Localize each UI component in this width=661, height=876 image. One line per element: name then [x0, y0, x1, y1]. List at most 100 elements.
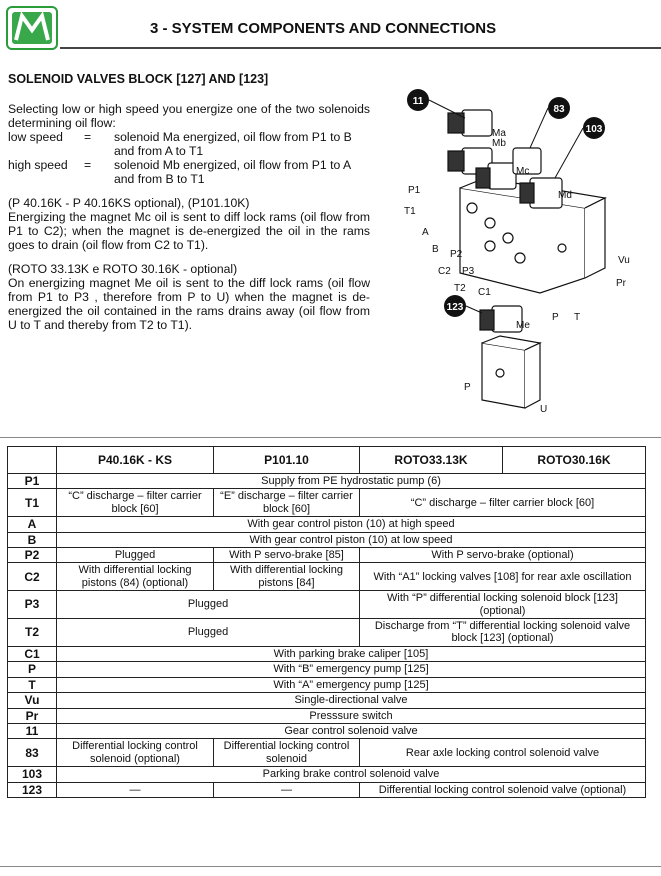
header-rule: [60, 47, 661, 49]
table-cell: With differential locking pistons [84]: [213, 562, 360, 592]
footer-rule: [0, 866, 661, 867]
table-cell: With gear control piston (10) at high sp…: [56, 516, 646, 533]
callout-103: 103: [586, 124, 603, 135]
table-cell: With “A1” locking valves [108] for rear …: [359, 562, 646, 592]
row-key: 123: [7, 781, 57, 798]
row-key: T: [7, 676, 57, 694]
table-row: 123——Differential locking control soleno…: [7, 781, 646, 798]
label-P-upper: P: [552, 312, 559, 323]
paragraph-2: On energizing magnet Me oil is sent to t…: [8, 276, 370, 332]
table-cell: Plugged: [56, 547, 214, 564]
label-U: U: [540, 404, 547, 415]
table-cell: “C” discharge – filter carrier block [60…: [359, 488, 646, 518]
callout-11: 11: [413, 96, 424, 107]
label-P3: P3: [462, 266, 475, 277]
paragraph-1: Energizing the magnet Mc oil is sent to …: [8, 210, 370, 252]
table-cell: With “P” differential locking solenoid b…: [359, 590, 646, 620]
row-key: T2: [7, 618, 57, 647]
table-cell: “E” discharge – filter carrier block [60…: [213, 488, 360, 518]
table-cell: Differential locking control solenoid: [213, 738, 360, 768]
table-cell: Differential locking control solenoid (o…: [56, 738, 214, 768]
label-T1: T1: [404, 206, 416, 217]
row-key: P3: [7, 590, 57, 620]
optional-note-1: (P 40.16K - P 40.16KS optional), (P101.1…: [8, 196, 250, 210]
row-key: C2: [7, 562, 57, 592]
table-header-cell: ROTO30.16K: [502, 446, 646, 474]
row-key: C1: [7, 645, 57, 663]
equals-sign: =: [84, 158, 92, 172]
label-T-upper: T: [574, 312, 580, 323]
label-Vu: Vu: [618, 255, 630, 266]
row-key: P1: [7, 472, 57, 490]
label-A: A: [422, 227, 429, 238]
table-cell: Parking brake control solenoid valve: [56, 766, 646, 783]
high-speed-row: high speed = solenoid Mb energized, oil …: [8, 158, 370, 186]
table-cell: Supply from PE hydrostatic pump (6): [56, 472, 646, 490]
table-cell: Single-directional valve: [56, 692, 646, 709]
row-key: T1: [7, 488, 57, 518]
row-key: 11: [7, 722, 57, 740]
table-header-cell: P40.16K - KS: [56, 446, 214, 474]
valve-block-diagram: 11 83 103 123 Ma Mb Mc Md Me P1 T1 A B P…: [404, 89, 630, 415]
section-title: SOLENOID VALVES BLOCK [127] AND [123]: [8, 72, 269, 86]
table-header-cell: [7, 446, 57, 474]
label-P-lower: P: [464, 382, 471, 393]
table-cell: Plugged: [56, 618, 360, 647]
label-T2: T2: [454, 283, 466, 294]
label-C2: C2: [438, 266, 451, 277]
table-cell: Gear control solenoid valve: [56, 722, 646, 740]
high-speed-key: high speed: [8, 158, 68, 172]
low-speed-row: low speed = solenoid Ma energized, oil f…: [8, 130, 370, 158]
company-logo: [6, 6, 58, 50]
label-B: B: [432, 244, 439, 255]
low-speed-value: solenoid Ma energized, oil flow from P1 …: [114, 130, 352, 158]
label-P2: P2: [450, 249, 463, 260]
table-cell: With “A” emergency pump [125]: [56, 676, 646, 694]
label-C1: C1: [478, 287, 491, 298]
row-key: 83: [7, 738, 57, 768]
row-key: P: [7, 661, 57, 678]
row-key: P2: [7, 547, 57, 564]
row-key: 103: [7, 766, 57, 783]
row-key: A: [7, 516, 57, 533]
label-Pr: Pr: [616, 278, 627, 289]
table-cell: “C” discharge – filter carrier block [60…: [56, 488, 214, 518]
table-cell: With P servo-brake (optional): [359, 547, 646, 564]
table-cell: With parking brake caliper [105]: [56, 645, 646, 663]
table-cell: With P servo-brake [85]: [213, 547, 360, 564]
row-key: Pr: [7, 707, 57, 724]
high-speed-value: solenoid Mb energized, oil flow from P1 …: [114, 158, 351, 186]
label-Mb: Mb: [492, 138, 506, 149]
table-cell: With differential locking pistons (84) (…: [56, 562, 214, 592]
row-key: B: [7, 531, 57, 549]
table-cell: —: [56, 781, 214, 798]
table-cell: Differential locking control solenoid va…: [359, 781, 646, 798]
callout-83: 83: [553, 104, 565, 115]
label-Ma: Ma: [492, 128, 506, 139]
table-cell: —: [213, 781, 360, 798]
table-header-cell: P101.10: [213, 446, 360, 474]
body-text: Selecting low or high speed you energize…: [8, 102, 370, 332]
table-cell: Discharge from “T” differential locking …: [359, 618, 646, 647]
table-header-cell: ROTO33.13K: [359, 446, 503, 474]
equals-sign: =: [84, 130, 92, 144]
label-Mc: Mc: [516, 166, 529, 177]
table-cell: Plugged: [56, 590, 360, 620]
label-P1: P1: [408, 185, 421, 196]
low-speed-key: low speed: [8, 130, 63, 144]
